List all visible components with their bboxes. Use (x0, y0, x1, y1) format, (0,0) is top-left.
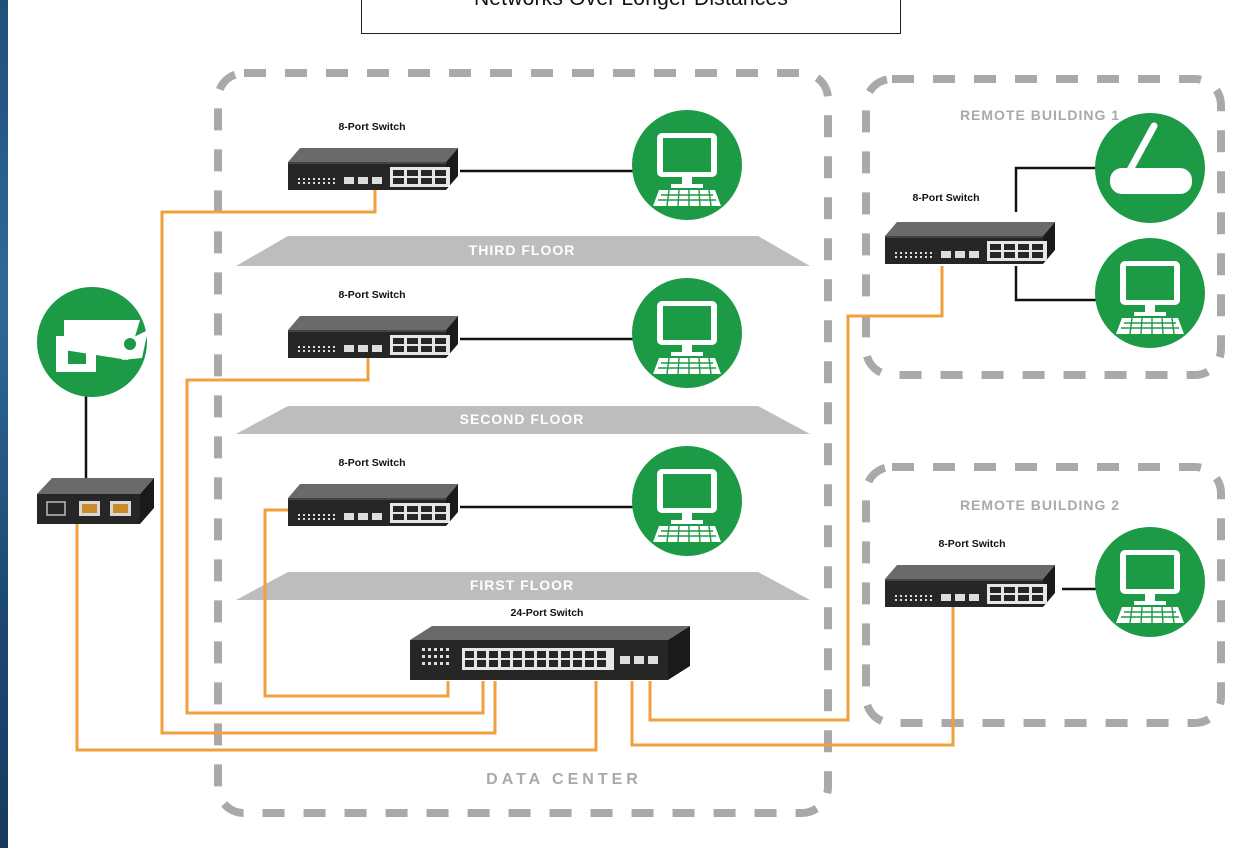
third-floor-band (236, 236, 810, 266)
page-title: Networks Over Longer Distances (362, 0, 900, 11)
switch-second-floor (288, 316, 458, 358)
switch-24-port (410, 626, 690, 680)
computer-icon (631, 445, 743, 557)
switch-first-floor (288, 484, 458, 526)
floor-bands (236, 236, 810, 600)
remote-building-2-border (862, 463, 1225, 727)
computer-icon (1094, 237, 1206, 349)
switch-label: 8-Port Switch (338, 457, 406, 469)
switch-label: 24-Port Switch (510, 607, 584, 619)
data-center-border (214, 69, 832, 817)
media-converter-icon (37, 478, 154, 524)
second-floor-band (236, 406, 810, 434)
remote-building-1-border (862, 75, 1225, 379)
switch-label: 8-Port Switch (912, 192, 980, 204)
switch-label: 8-Port Switch (938, 538, 1006, 550)
copper-links (84, 166, 1100, 591)
zone-borders (214, 69, 1225, 817)
floor-label-first: FIRST FLOOR (469, 577, 575, 593)
zone-label-remote-building-2: REMOTE BUILDING 2 (959, 497, 1121, 513)
first-floor-band (236, 572, 810, 600)
switch-label: 8-Port Switch (338, 289, 406, 301)
computer-icon (631, 277, 743, 389)
wireless-router-icon (1095, 113, 1205, 223)
floor-label-second: SECOND FLOOR (459, 411, 585, 427)
fiber-links (75, 190, 955, 752)
switch-label: 8-Port Switch (338, 121, 406, 133)
title-box: Networks Over Longer Distances (361, 0, 901, 34)
switch-remote-building-2 (885, 565, 1055, 607)
zone-label-data-center: DATA CENTER (486, 771, 642, 788)
security-camera-icon (37, 287, 148, 397)
zone-label-remote-building-1: REMOTE BUILDING 1 (959, 107, 1121, 123)
switch-remote-building-1 (885, 222, 1055, 264)
computer-icon (631, 109, 743, 221)
switch-third-floor (288, 148, 458, 190)
floor-label-third: THIRD FLOOR (468, 242, 576, 258)
computer-icon (1094, 526, 1206, 638)
